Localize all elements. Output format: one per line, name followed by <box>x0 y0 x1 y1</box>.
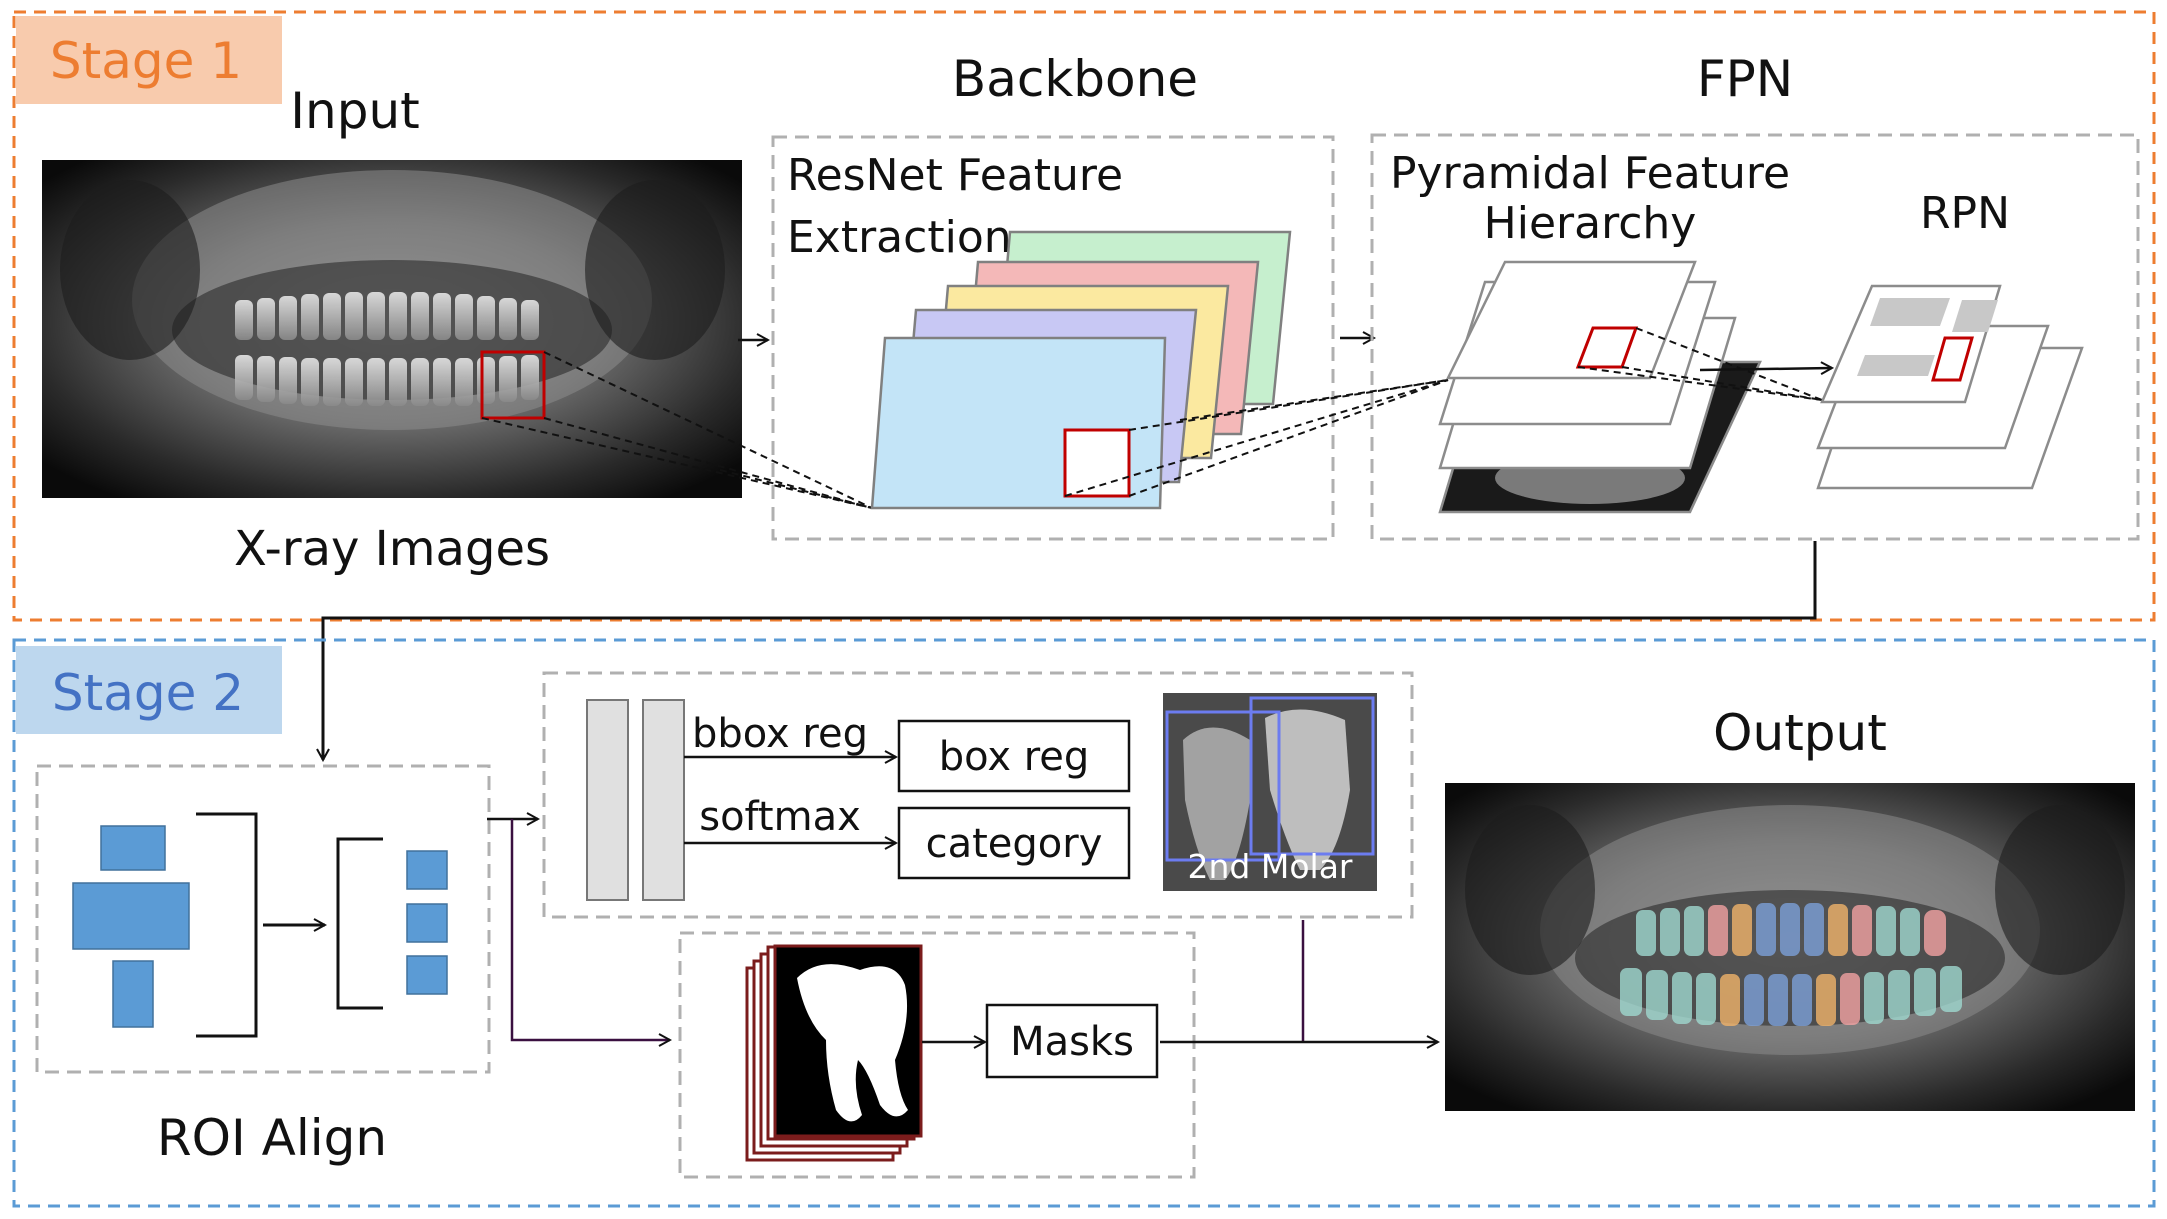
backbone-caption-line2: Extraction <box>787 212 1012 263</box>
bbox-reg-label: bbox reg <box>692 711 868 757</box>
box-reg-text: box reg <box>939 734 1090 780</box>
input-xray-image <box>42 160 742 498</box>
stage2-badge <box>16 646 282 734</box>
roi-bracket-right <box>336 837 383 1010</box>
detection-box-1 <box>1165 710 1281 862</box>
segmented-teeth <box>1620 903 1962 1026</box>
output-xray-image <box>1445 783 2135 1111</box>
mask-head-box <box>678 931 1196 1179</box>
backbone-feature-maps <box>870 230 1292 510</box>
roi-align-blocks <box>72 825 190 1028</box>
stage-connector <box>323 541 1817 760</box>
fpn-projection-lines <box>1577 327 1823 401</box>
roi-pooled-blocks <box>406 850 448 995</box>
backbone-title: Backbone <box>952 50 1198 108</box>
detection-head-box <box>542 671 1414 919</box>
stage2-label: Stage 2 <box>52 664 244 722</box>
masks-box <box>985 1003 1159 1079</box>
detection-box-2 <box>1249 696 1375 856</box>
box-reg-box <box>897 719 1131 793</box>
stage2-region: Stage 2 <box>12 638 2156 1208</box>
rpn-stack <box>1816 284 2084 490</box>
input-caption: X-ray Images <box>234 521 550 577</box>
fpn-pyramid <box>1438 260 1762 514</box>
tooth-mask-shape <box>797 964 908 1122</box>
fc-layer-2 <box>642 699 685 901</box>
input-projection-lines <box>481 351 873 509</box>
backbone-caption-line1: ResNet Feature <box>787 150 1123 201</box>
category-text: category <box>926 821 1103 867</box>
stage1-border <box>12 10 2156 622</box>
output-title: Output <box>1713 704 1887 762</box>
pyramid-level-1 <box>1445 260 1697 380</box>
fc-layer-1 <box>586 699 629 901</box>
arrow-fpn-to-rpn <box>1699 368 1832 370</box>
category-box <box>897 806 1131 880</box>
roi-align-box <box>35 764 491 1074</box>
fpn-box <box>1370 133 2140 541</box>
input-title: Input <box>290 82 419 140</box>
roi-bracket-left <box>196 812 258 1038</box>
roi-align-caption: ROI Align <box>157 1109 387 1167</box>
rpn-roi-box <box>1931 336 1974 382</box>
arrow-roi-to-mask <box>510 819 670 1040</box>
rpn-proposals <box>1857 298 1998 376</box>
stage1-badge <box>16 16 282 104</box>
rpn-label: RPN <box>1920 188 2010 239</box>
detection-thumbnail: 2nd Molar <box>1163 693 1377 891</box>
stage2-border <box>12 638 2156 1208</box>
backbone-box <box>771 135 1335 541</box>
masks-text: Masks <box>1010 1019 1134 1065</box>
stage1-region: Stage 1 <box>12 10 2156 622</box>
softmax-label: softmax <box>699 794 861 840</box>
input-roi-box <box>480 350 546 420</box>
fpn-caption-line1: Pyramidal Feature <box>1390 148 1790 199</box>
stage1-label: Stage 1 <box>50 32 242 90</box>
backbone-roi-box <box>1063 428 1131 498</box>
fpn-title: FPN <box>1697 50 1793 108</box>
detection-label: 2nd Molar <box>1188 847 1353 886</box>
backbone-projection-lines <box>1064 379 1449 497</box>
fpn-caption-line2: Hierarchy <box>1484 198 1697 249</box>
